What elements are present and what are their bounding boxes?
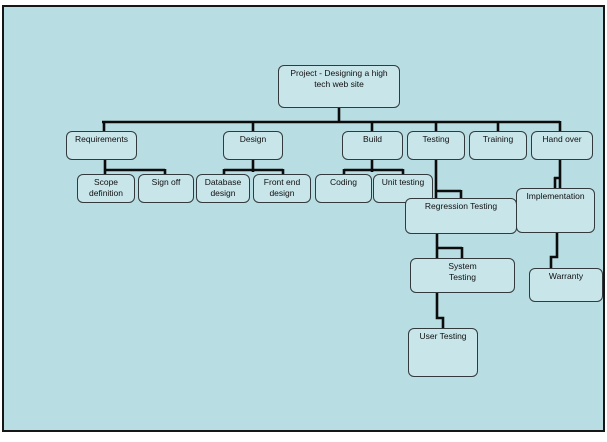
node-design[interactable]: Design (223, 131, 283, 160)
node-training[interactable]: Training (469, 131, 527, 160)
node-regression-testing-label: Regression Testing (424, 201, 498, 211)
node-warranty-label: Warranty (548, 271, 584, 281)
node-warranty[interactable]: Warranty (529, 268, 603, 302)
node-front-end-design[interactable]: Front end design (253, 174, 311, 203)
node-regression-testing[interactable]: Regression Testing (405, 198, 517, 234)
node-requirements-label: Requirements (75, 134, 128, 144)
node-scope-definition-label: Scope definition (88, 177, 124, 199)
node-hand-over[interactable]: Hand over (531, 131, 593, 160)
node-testing-label: Testing (422, 134, 450, 144)
node-project-label: Project - Designing a high tech web site (290, 68, 388, 90)
node-testing[interactable]: Testing (407, 131, 465, 160)
node-database-design-label: Database design (204, 177, 242, 199)
node-training-label: Training (482, 134, 514, 144)
node-database-design[interactable]: Database design (196, 174, 250, 203)
node-implementation-label: Implementation (526, 191, 585, 201)
node-user-testing[interactable]: User Testing (408, 328, 478, 377)
node-project[interactable]: Project - Designing a high tech web site (278, 65, 400, 108)
node-coding[interactable]: Coding (315, 174, 372, 203)
node-requirements[interactable]: Requirements (66, 131, 137, 160)
node-scope-definition[interactable]: Scope definition (77, 174, 135, 203)
node-system-testing-label: System Testing (448, 261, 477, 283)
node-design-label: Design (239, 134, 267, 144)
node-sign-off-label: Sign off (151, 177, 181, 187)
node-implementation[interactable]: Implementation (516, 188, 595, 233)
node-unit-testing-label: Unit testing (381, 177, 425, 187)
node-build-label: Build (363, 134, 382, 144)
node-hand-over-label: Hand over (542, 134, 582, 144)
node-sign-off[interactable]: Sign off (138, 174, 194, 203)
node-build[interactable]: Build (342, 131, 403, 160)
node-coding-label: Coding (330, 177, 357, 187)
node-user-testing-label: User Testing (419, 331, 467, 341)
node-system-testing[interactable]: System Testing (410, 258, 515, 293)
node-front-end-design-label: Front end design (263, 177, 301, 199)
